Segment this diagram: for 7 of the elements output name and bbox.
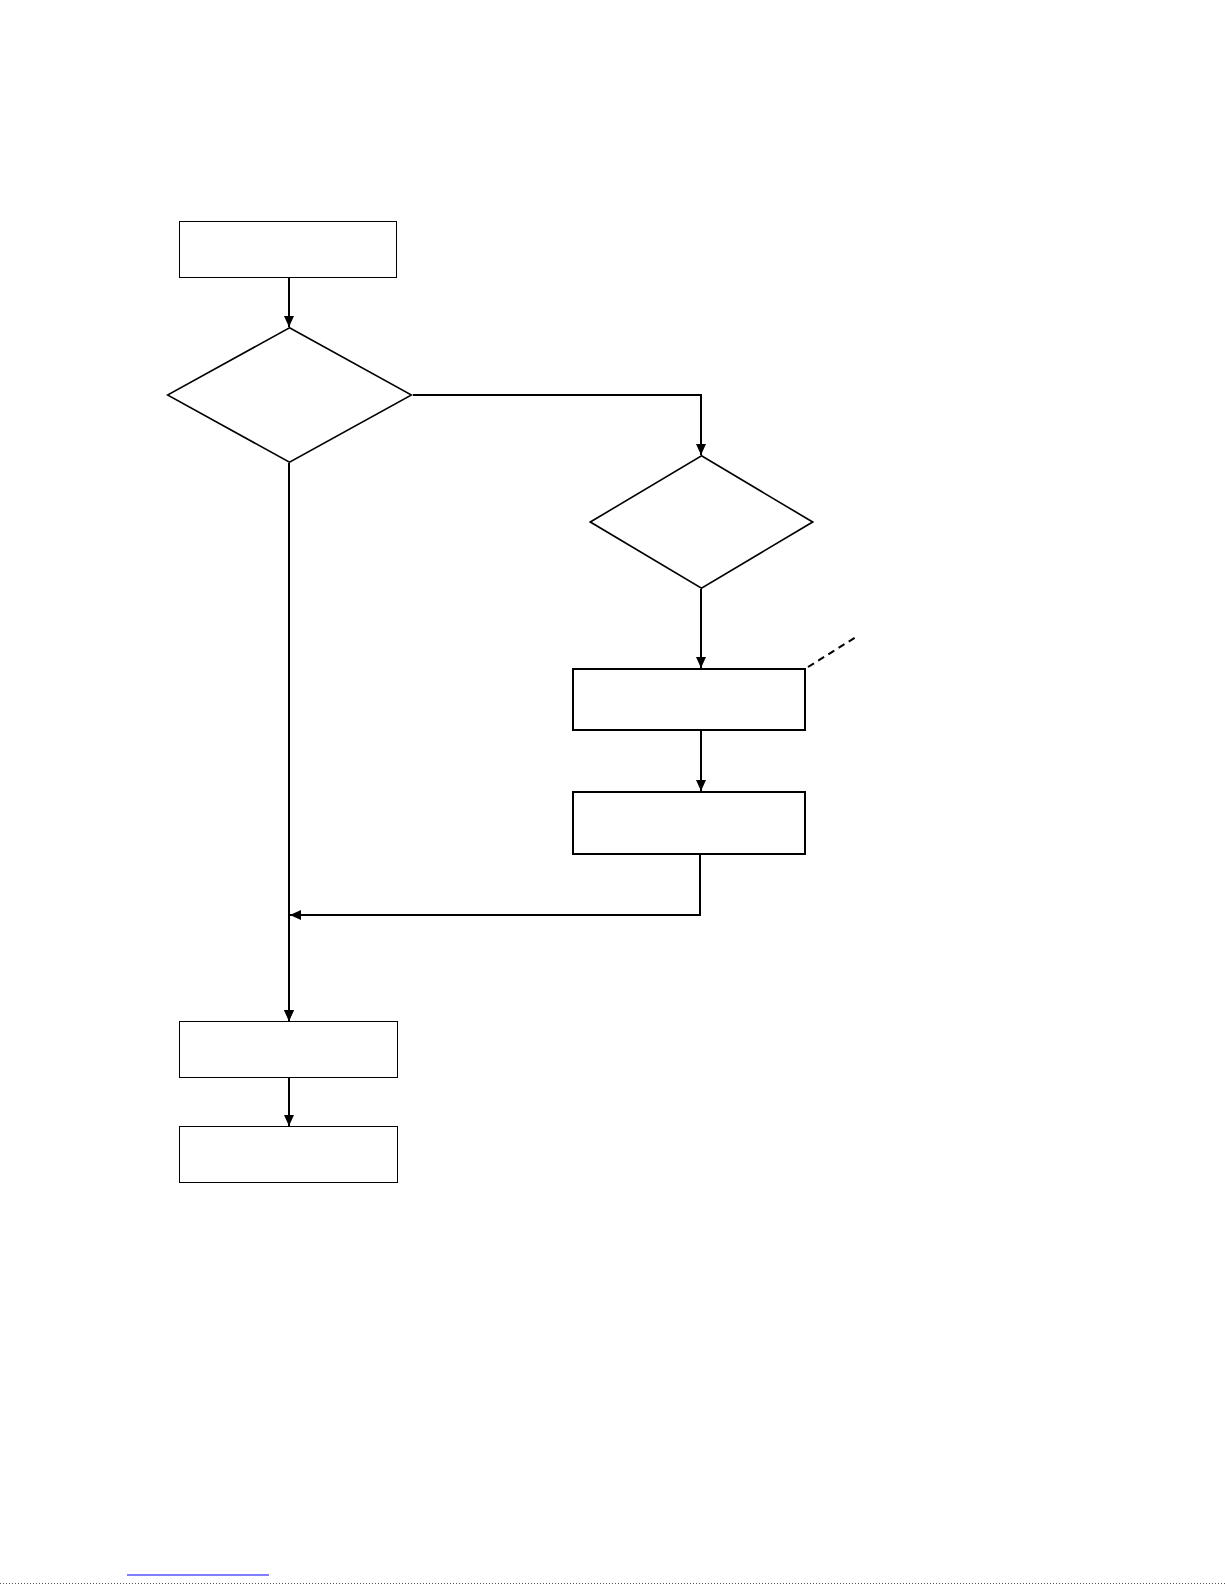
process-box [179, 221, 397, 278]
process-box [572, 668, 806, 731]
process-box [179, 1021, 398, 1078]
process-box [572, 791, 806, 855]
decision-diamond [589, 455, 814, 589]
decision-diamond [166, 327, 413, 463]
process-box [179, 1126, 398, 1183]
